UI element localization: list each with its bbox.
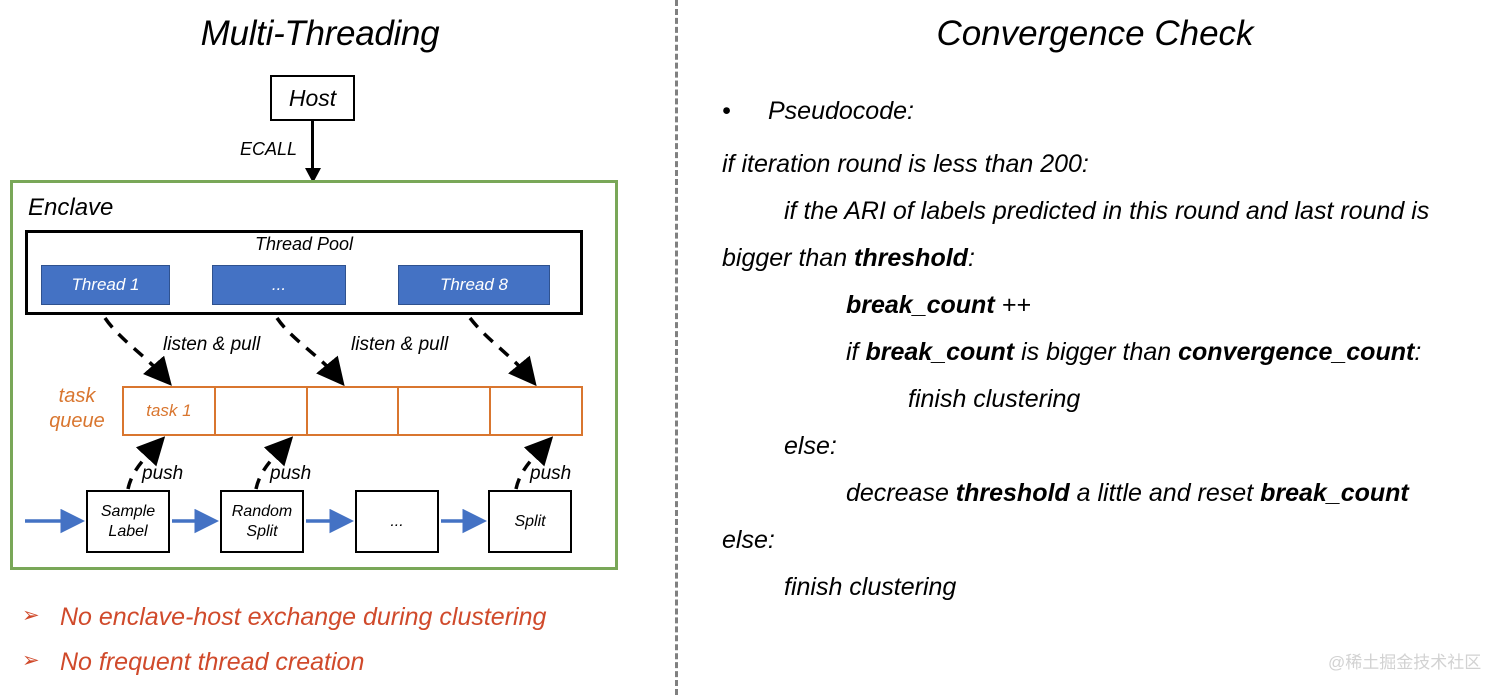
left-panel-title: Multi-Threading	[200, 14, 440, 53]
queue-cell: task 1	[124, 388, 216, 434]
pseudocode-line: if the ARI of labels predicted in this r…	[784, 197, 1430, 225]
task-queue-label-line1: task	[58, 385, 96, 407]
pseudocode-line: break_count ++	[846, 291, 1031, 319]
right-panel-title: Convergence Check	[936, 14, 1254, 53]
pipeline-box: Random Split	[220, 490, 304, 553]
pseudocode-line: if iteration round is less than 200:	[722, 150, 1089, 178]
arrow-bullet-icon: ➢	[22, 649, 40, 672]
list-item: ➢ No enclave-host exchange during cluste…	[22, 603, 662, 632]
pseudocode-line: else:	[722, 526, 775, 554]
pipeline-box-line: Random	[231, 503, 293, 521]
list-item-label: No frequent thread creation	[60, 648, 365, 676]
left-bullet-list: ➢ No enclave-host exchange during cluste…	[22, 603, 662, 693]
thread-chip: Thread 8	[398, 265, 550, 305]
queue-cell	[491, 388, 581, 434]
pipeline-box-line: Split	[514, 512, 546, 530]
task-queue-label-line2: queue	[49, 410, 105, 432]
pseudocode-line: bigger than threshold:	[722, 244, 975, 272]
listen-and-pull-label: listen & pull	[163, 334, 261, 355]
pseudocode-line: decrease threshold a little and reset br…	[846, 479, 1409, 507]
pipeline-box: ...	[355, 490, 439, 553]
thread-chip: Thread 1	[41, 265, 170, 305]
pseudocode-line: else:	[784, 432, 837, 460]
bullet-dot-icon: •	[722, 97, 731, 125]
pipeline-box: Sample Label	[86, 490, 170, 553]
ecall-arrow-line	[311, 121, 314, 171]
pseudocode-heading-label: Pseudocode:	[768, 97, 914, 125]
push-label: push	[270, 463, 312, 484]
queue-cell	[308, 388, 400, 434]
pipeline-box-line: Label	[108, 522, 148, 540]
pipeline-box-line: Sample	[100, 503, 156, 521]
pseudocode-line: finish clustering	[908, 385, 1081, 413]
left-panel: Multi-Threading Host ECALL Enclave Threa…	[0, 0, 672, 695]
host-box-label: Host	[288, 84, 337, 111]
thread-pool-label: Thread Pool	[254, 234, 354, 254]
panel-divider	[675, 0, 678, 695]
pipeline-box: Split	[488, 490, 572, 553]
task-queue: task 1	[122, 386, 583, 436]
right-panel: Convergence Check • Pseudocode: if iterat…	[678, 0, 1512, 695]
queue-cell	[399, 388, 492, 434]
host-box: Host	[270, 75, 355, 121]
queue-cell	[216, 388, 308, 434]
pseudocode-line: if break_count is bigger than convergenc…	[846, 338, 1422, 366]
list-item: ➢ No frequent thread creation	[22, 648, 662, 677]
push-label: push	[530, 463, 572, 484]
ecall-label: ECALL	[240, 139, 298, 159]
pipeline-box-line: Split	[246, 522, 278, 540]
thread-chip: ...	[212, 265, 346, 305]
list-item-label: No enclave-host exchange during clusteri…	[60, 603, 547, 631]
ecall-arrow-head	[305, 168, 321, 183]
pipeline-box-line: ...	[390, 512, 404, 530]
arrow-bullet-icon: ➢	[22, 604, 40, 627]
enclave-label: Enclave	[28, 194, 114, 221]
push-label: push	[142, 463, 184, 484]
pseudocode-block: if iteration round is less than 200: if t…	[722, 152, 1512, 622]
pseudocode-line: finish clustering	[784, 573, 957, 601]
task-queue-label: task queue	[39, 384, 115, 434]
listen-and-pull-label: listen & pull	[351, 334, 449, 355]
watermark: @稀土掘金技术社区	[1328, 653, 1482, 672]
pseudocode-heading: • Pseudocode:	[722, 97, 914, 126]
